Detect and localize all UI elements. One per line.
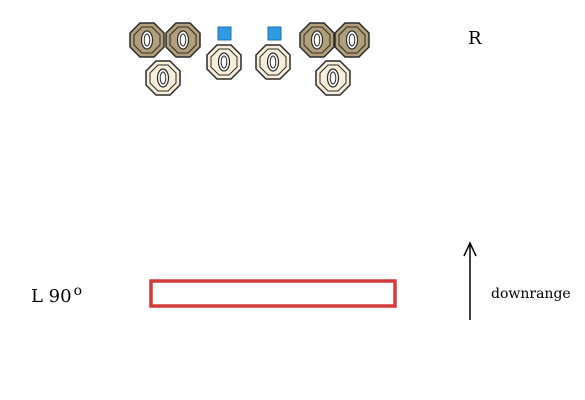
floodlight-light-icon (206, 44, 242, 80)
camera-marker-icon (267, 26, 282, 41)
downrange-arrowhead-icon (463, 241, 477, 257)
left-angle-text: L 90 (31, 286, 72, 307)
floodlight-dark-icon (334, 22, 370, 58)
floodlight-light-icon (255, 44, 291, 80)
downrange-label: downrange (491, 286, 571, 302)
camera-marker-icon (217, 26, 232, 41)
degree-symbol: o (73, 283, 83, 299)
position-marker (149, 279, 397, 308)
floodlight-light-icon (145, 60, 181, 96)
right-side-label: R (468, 28, 482, 49)
floodlight-dark-icon (165, 22, 201, 58)
floodlight-dark-icon (299, 22, 335, 58)
floodlight-light-icon (315, 60, 351, 96)
floodlight-dark-icon (129, 22, 165, 58)
